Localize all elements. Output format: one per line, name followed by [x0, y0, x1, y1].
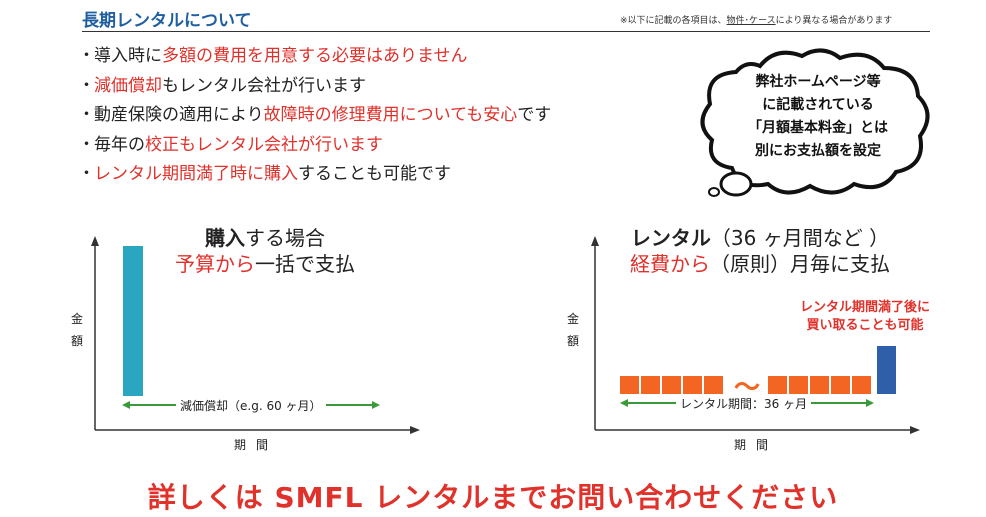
bubble-line-1: 弊社ホームページ等 [755, 73, 880, 90]
monthly-payment-bars-right [768, 376, 871, 394]
rental-chart [591, 236, 920, 434]
rental-range-label: レンタル期間：36 ヶ月 [676, 395, 812, 412]
disclaimer-note: ※以下に記載の各項目は、物件･ケースにより異なる場合があります [620, 16, 893, 26]
rental-chart-subtitle: 経費から（原則）月毎に支払 [630, 252, 890, 276]
benefit-list: ・導入時に多額の費用を用意する必要はありません ・減価償却もレンタル会社が行いま… [78, 42, 551, 190]
benefit-item: ・毎年の校正もレンタル会社が行います [78, 134, 383, 155]
monthly-bar [704, 376, 723, 394]
contact-cta: 詳しくは SMFL レンタルまでお問い合わせください [147, 481, 839, 514]
benefit-item: ・導入時に多額の費用を用意する必要はありません [78, 46, 468, 66]
rental-y-arrowhead [591, 236, 599, 246]
purchase-y-arrowhead [91, 236, 99, 246]
bubble-tail-small [708, 187, 720, 197]
monthly-bar [810, 376, 829, 394]
range-arrow-left [620, 399, 628, 407]
depreciation-range-label: 減価償却（e.g. 60 ヶ月） [176, 397, 326, 414]
rental-x-arrowhead [910, 426, 920, 434]
buyout-note: レンタル期間満了後に買い取ることも可能 [799, 300, 930, 333]
benefit-item: ・減価償却もレンタル会社が行います [78, 75, 366, 96]
lump-sum-bar [123, 246, 143, 396]
thought-bubble: 弊社ホームページ等 に記載されている 「月額基本料金」とは 別にお支払額を設定 [700, 48, 930, 197]
monthly-bar [831, 376, 850, 394]
monthly-bar [662, 376, 681, 394]
bubble-line-2: に記載されている [762, 96, 874, 113]
bubble-line-3: 「月額基本料金」とは [748, 119, 888, 136]
monthly-payment-bars-left [620, 376, 723, 394]
bubble-tail-large [719, 171, 753, 197]
purchase-y-label: 金額 [70, 312, 83, 348]
monthly-bar [789, 376, 808, 394]
purchase-chart [91, 236, 420, 434]
monthly-bar [768, 376, 787, 394]
rental-x-label: 期間 [734, 438, 779, 452]
buyout-bar [877, 346, 896, 394]
range-arrow-right [866, 399, 874, 407]
section-title: 長期レンタルについて [82, 11, 252, 31]
header-divider [82, 31, 930, 32]
monthly-bar [641, 376, 660, 394]
range-arrow-left [122, 401, 130, 409]
monthly-bar [683, 376, 702, 394]
rental-y-label: 金額 [566, 312, 579, 348]
purchase-x-arrowhead [410, 426, 420, 434]
rental-chart-title: レンタル（36 ヶ月間など ） [630, 226, 890, 250]
range-arrow-right [372, 401, 380, 409]
purchase-chart-subtitle: 予算から一括で支払 [175, 252, 355, 276]
benefit-item: ・動産保険の適用により故障時の修理費用についても安心です [78, 105, 552, 125]
purchase-x-label: 期間 [234, 438, 279, 452]
bubble-line-4: 別にお支払額を設定 [754, 142, 881, 159]
monthly-bar [852, 376, 871, 394]
benefit-item: ・レンタル期間満了時に購入することも可能です [78, 164, 451, 184]
purchase-chart-title: 購入する場合 [205, 226, 325, 250]
bubble-cloud-shape [700, 48, 930, 195]
monthly-bar [620, 376, 639, 394]
